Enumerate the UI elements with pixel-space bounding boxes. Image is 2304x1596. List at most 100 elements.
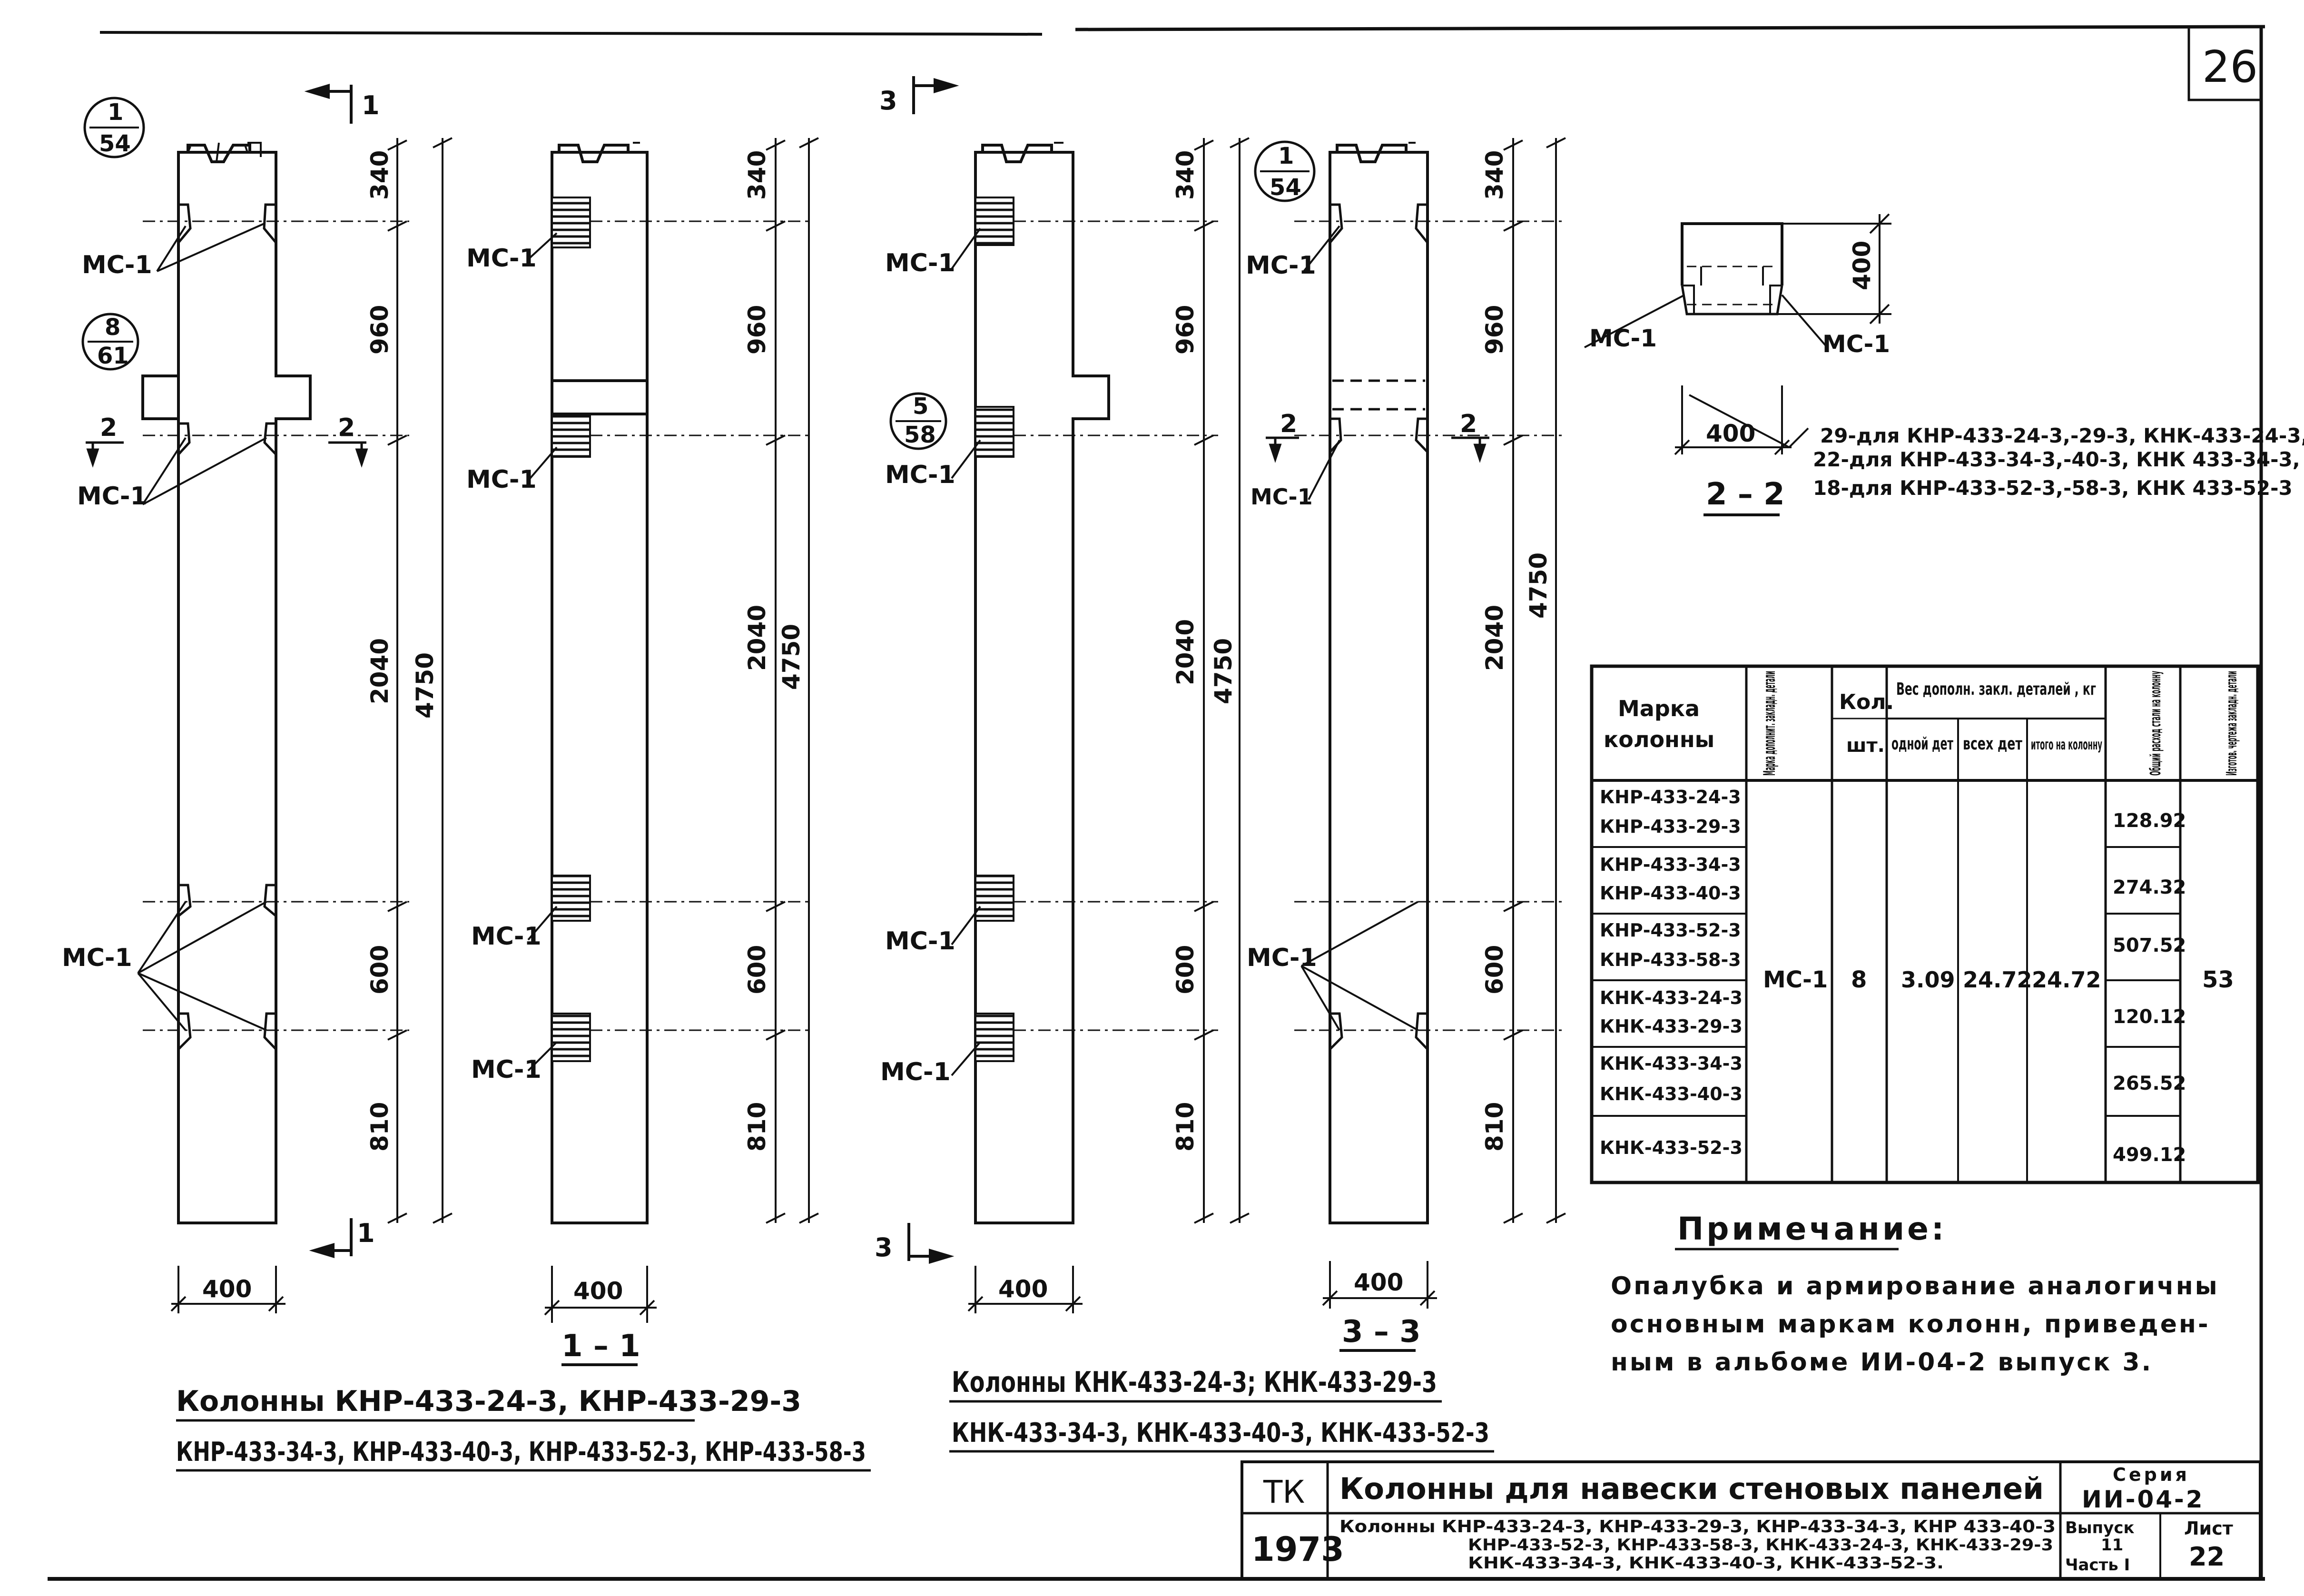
th-extra-mark: Марка дополнит. закладн. детали bbox=[1760, 671, 1779, 776]
section-2-2-dims bbox=[1584, 213, 1891, 455]
title-block-subtitle-line1: Колонны КНР-433-24-3, КНР-433-29-3, КНР-… bbox=[1339, 1517, 2056, 1537]
section-title-1-1: 1 – 1 bbox=[561, 1329, 640, 1364]
mark-label-col2-c: МС-1 bbox=[471, 922, 542, 951]
leaders-col3 bbox=[951, 227, 981, 1076]
table-row: КНК-433-24-3 КНК-433-29-3 120.12 bbox=[1600, 987, 2186, 1037]
th-drawing: Изготов. чертежа закладн. детали bbox=[2224, 671, 2240, 776]
td-merged-all: 24.72 bbox=[1963, 967, 2032, 993]
remark-line3: ным в альбоме ИИ-04-2 выпуск 3. bbox=[1611, 1348, 2153, 1377]
section-mark-3-top-label: 3 bbox=[879, 86, 897, 116]
section-mark-3-bottom bbox=[907, 1223, 955, 1264]
width-dim-col2-label: 400 bbox=[573, 1277, 623, 1305]
section-mark-2-left-b bbox=[328, 441, 368, 468]
width-dim-col3-label: 400 bbox=[998, 1275, 1048, 1303]
title-block-org: ТК bbox=[1263, 1474, 1305, 1510]
title-block bbox=[1241, 1460, 2262, 1580]
th-mark: Марка колонны bbox=[1604, 696, 1714, 752]
leaders-col1 bbox=[137, 223, 267, 1031]
column-section-1-1 bbox=[551, 142, 649, 1224]
title-block-sheet-label: Лист bbox=[2184, 1518, 2233, 1539]
column-knk-elevation bbox=[974, 142, 1110, 1224]
svg-text:5: 5 bbox=[913, 393, 928, 420]
td-merged-one: 3.09 bbox=[1901, 967, 1955, 993]
svg-text:1: 1 bbox=[1278, 143, 1294, 169]
section-2-2-detail bbox=[1681, 222, 1783, 315]
width-dim-col1 bbox=[170, 1266, 286, 1313]
mark-label-col4-b: МС-1 bbox=[1250, 484, 1313, 510]
td-merged-drawing: 53 bbox=[2202, 966, 2234, 993]
leaders-col2 bbox=[527, 232, 558, 1072]
svg-text:КНР-433-29-3: КНР-433-29-3 bbox=[1600, 816, 1741, 837]
dim-col1-810: 810 bbox=[366, 1102, 394, 1152]
section-mark-2-right-a-label: 2 bbox=[1280, 410, 1297, 438]
title-block-issue-label: Выпуск bbox=[2065, 1518, 2135, 1537]
dim-col2-600: 600 bbox=[743, 945, 771, 995]
svg-text:КНР-433-40-3: КНР-433-40-3 bbox=[1600, 883, 1741, 904]
svg-text:507.52: 507.52 bbox=[2113, 935, 2186, 956]
dim-col4-810: 810 bbox=[1481, 1102, 1508, 1152]
section-mark-2-right-b bbox=[1451, 436, 1489, 463]
width-dim-col3 bbox=[967, 1266, 1083, 1313]
caption-right-line1: Колонны КНК-433-24-3; КНК-433-29-3 bbox=[952, 1366, 1437, 1399]
dim-col4-960: 960 bbox=[1481, 305, 1508, 355]
callout-8-61: 8 61 bbox=[81, 313, 139, 371]
svg-text:8: 8 bbox=[105, 314, 120, 341]
dim-col2-2040: 2040 bbox=[743, 605, 771, 671]
svg-text:274.32: 274.32 bbox=[2113, 877, 2186, 898]
dim-col1-340: 340 bbox=[366, 150, 394, 200]
remark-title: Примечание: bbox=[1677, 1211, 1947, 1247]
section-mark-2-left-a-label: 2 bbox=[100, 414, 117, 442]
mark-label-col3-d: МС-1 bbox=[880, 1058, 951, 1086]
svg-text:КНК-433-40-3: КНК-433-40-3 bbox=[1600, 1084, 1743, 1104]
caption-right-line2: КНК-433-34-3, КНК-433-40-3, КНК-433-52-3 bbox=[952, 1418, 1489, 1448]
svg-text:КНК-433-29-3: КНК-433-29-3 bbox=[1600, 1016, 1743, 1037]
th-total: итого на колонну bbox=[2031, 737, 2102, 753]
title-block-title: Колонны для навески стеновых панелей bbox=[1339, 1471, 2044, 1506]
title-block-part-label: Часть I bbox=[2065, 1556, 2130, 1575]
dim-col3-340: 340 bbox=[1172, 150, 1199, 200]
sec22-mark-left: МС-1 bbox=[1589, 325, 1657, 352]
svg-text:54: 54 bbox=[99, 130, 131, 157]
table-row: КНК-433-34-3 КНК-433-40-3 265.52 bbox=[1600, 1053, 2186, 1104]
mark-label-col3-c: МС-1 bbox=[885, 927, 955, 956]
dim-col3-810: 810 bbox=[1172, 1102, 1199, 1152]
dim-col2-4750: 4750 bbox=[778, 624, 805, 690]
svg-text:120.12: 120.12 bbox=[2113, 1006, 2186, 1028]
width-dim-col4 bbox=[1322, 1261, 1437, 1309]
embedded-plates-col1 bbox=[177, 203, 277, 1050]
width-dim-col4-label: 400 bbox=[1354, 1269, 1403, 1296]
table-row: КНР-433-52-3 КНР-433-58-3 507.52 bbox=[1600, 920, 2186, 970]
dim-col4-600: 600 bbox=[1481, 945, 1508, 995]
callout-5-58: 5 58 bbox=[889, 392, 947, 450]
dim-col1-4750: 4750 bbox=[411, 652, 439, 719]
dim-col3-600: 600 bbox=[1172, 945, 1199, 995]
callout-1-54-b: 1 54 bbox=[1254, 140, 1316, 202]
callout-1-54-a: 1 54 bbox=[83, 97, 145, 158]
axis-lines-col3 bbox=[1014, 220, 1218, 1031]
section-mark-3-bottom-label: 3 bbox=[875, 1232, 893, 1262]
sheet-frame bbox=[48, 25, 2265, 1581]
sec22-dim-400-horiz: 400 bbox=[1706, 420, 1755, 447]
mark-label-col3-b: МС-1 bbox=[885, 461, 955, 489]
title-block-subtitle-line3: КНК-433-34-3, КНК-433-40-3, КНК-433-52-3… bbox=[1468, 1554, 1944, 1573]
section-mark-2-right-a bbox=[1266, 436, 1299, 463]
axis-lines-col4 bbox=[1294, 220, 1566, 1031]
sec22-note-line2: 22-для КНР-433-34-3,-40-3, КНК 433-34-3,… bbox=[1813, 448, 2304, 471]
dim-col3-2040: 2040 bbox=[1172, 619, 1199, 685]
sec22-note-line1: 29-для КНР-433-24-3,-29-3, КНК-433-24-3,… bbox=[1820, 424, 2304, 447]
dim-col4-2040: 2040 bbox=[1481, 605, 1508, 671]
dim-col4-4750: 4750 bbox=[1525, 552, 1552, 619]
dim-col1-600: 600 bbox=[366, 945, 394, 995]
title-block-year: 1973 bbox=[1251, 1530, 1344, 1569]
mark-label-col1-b: МС-1 bbox=[77, 482, 148, 511]
th-all: всех дет bbox=[1963, 734, 2022, 754]
section-mark-2-right-b-label: 2 bbox=[1460, 410, 1477, 438]
section-mark-1-bottom bbox=[309, 1218, 353, 1259]
svg-text:54: 54 bbox=[1270, 174, 1301, 201]
svg-text:58: 58 bbox=[904, 422, 936, 448]
svg-text:1: 1 bbox=[108, 99, 123, 126]
dim-col1-960: 960 bbox=[366, 305, 394, 355]
svg-text:КНР-433-52-3: КНР-433-52-3 bbox=[1600, 920, 1741, 941]
section-mark-1-bottom-label: 1 bbox=[357, 1218, 375, 1248]
